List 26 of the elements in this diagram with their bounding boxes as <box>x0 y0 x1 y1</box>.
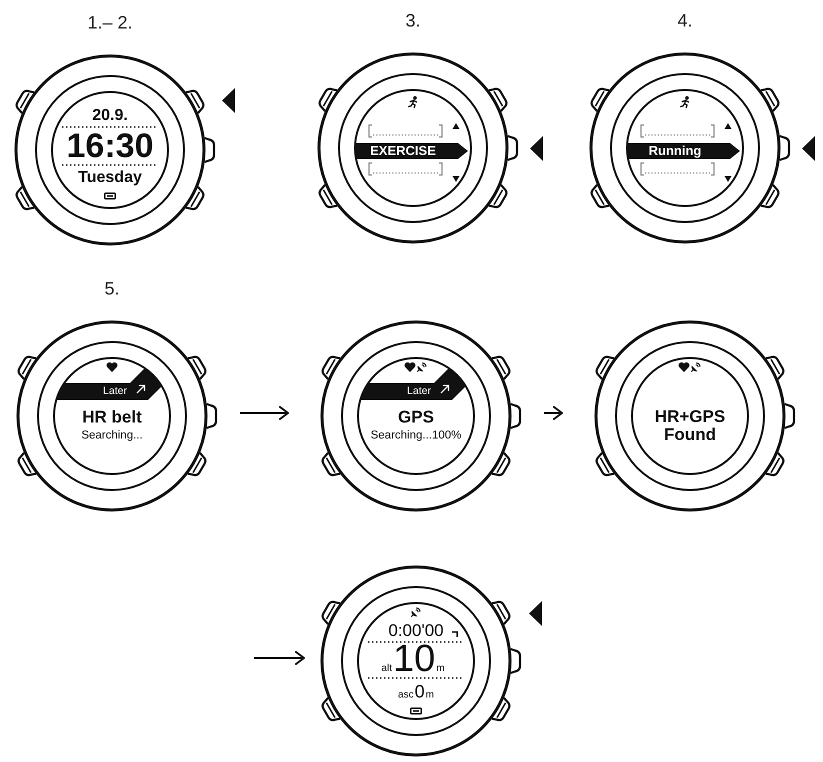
arrow <box>254 651 305 665</box>
sensor-name: GPS <box>398 408 434 426</box>
arrow <box>544 406 563 420</box>
arrow <box>240 406 289 420</box>
option-label: Later <box>407 386 431 398</box>
step-number: 4. <box>678 10 692 32</box>
ascent-value: 0 <box>414 682 425 702</box>
ascent-label: asc <box>398 690 414 702</box>
status-text: Searching...100% <box>370 429 462 443</box>
date-text: 20.9. <box>92 106 128 126</box>
option-label: Later <box>103 386 127 398</box>
unit-label: m <box>426 690 434 702</box>
menu-item-label: Running <box>648 144 702 158</box>
status-message: HR+GPS Found <box>654 408 726 444</box>
duration-text: 0:00'00 <box>388 621 444 641</box>
menu-item-label: EXERCISE <box>370 144 436 158</box>
altitude-label: alt <box>381 663 392 675</box>
unit-label: m <box>436 663 445 675</box>
step-number: 1.– 2. <box>87 12 133 34</box>
altitude-value: 10 <box>392 645 436 675</box>
step-number: 3. <box>406 10 420 32</box>
time-text: 16:30 <box>66 129 154 163</box>
weekday-text: Tuesday <box>78 168 142 188</box>
sensor-name: HR belt <box>82 408 142 426</box>
status-text: Searching... <box>81 429 143 443</box>
step-number: 5. <box>104 278 120 300</box>
